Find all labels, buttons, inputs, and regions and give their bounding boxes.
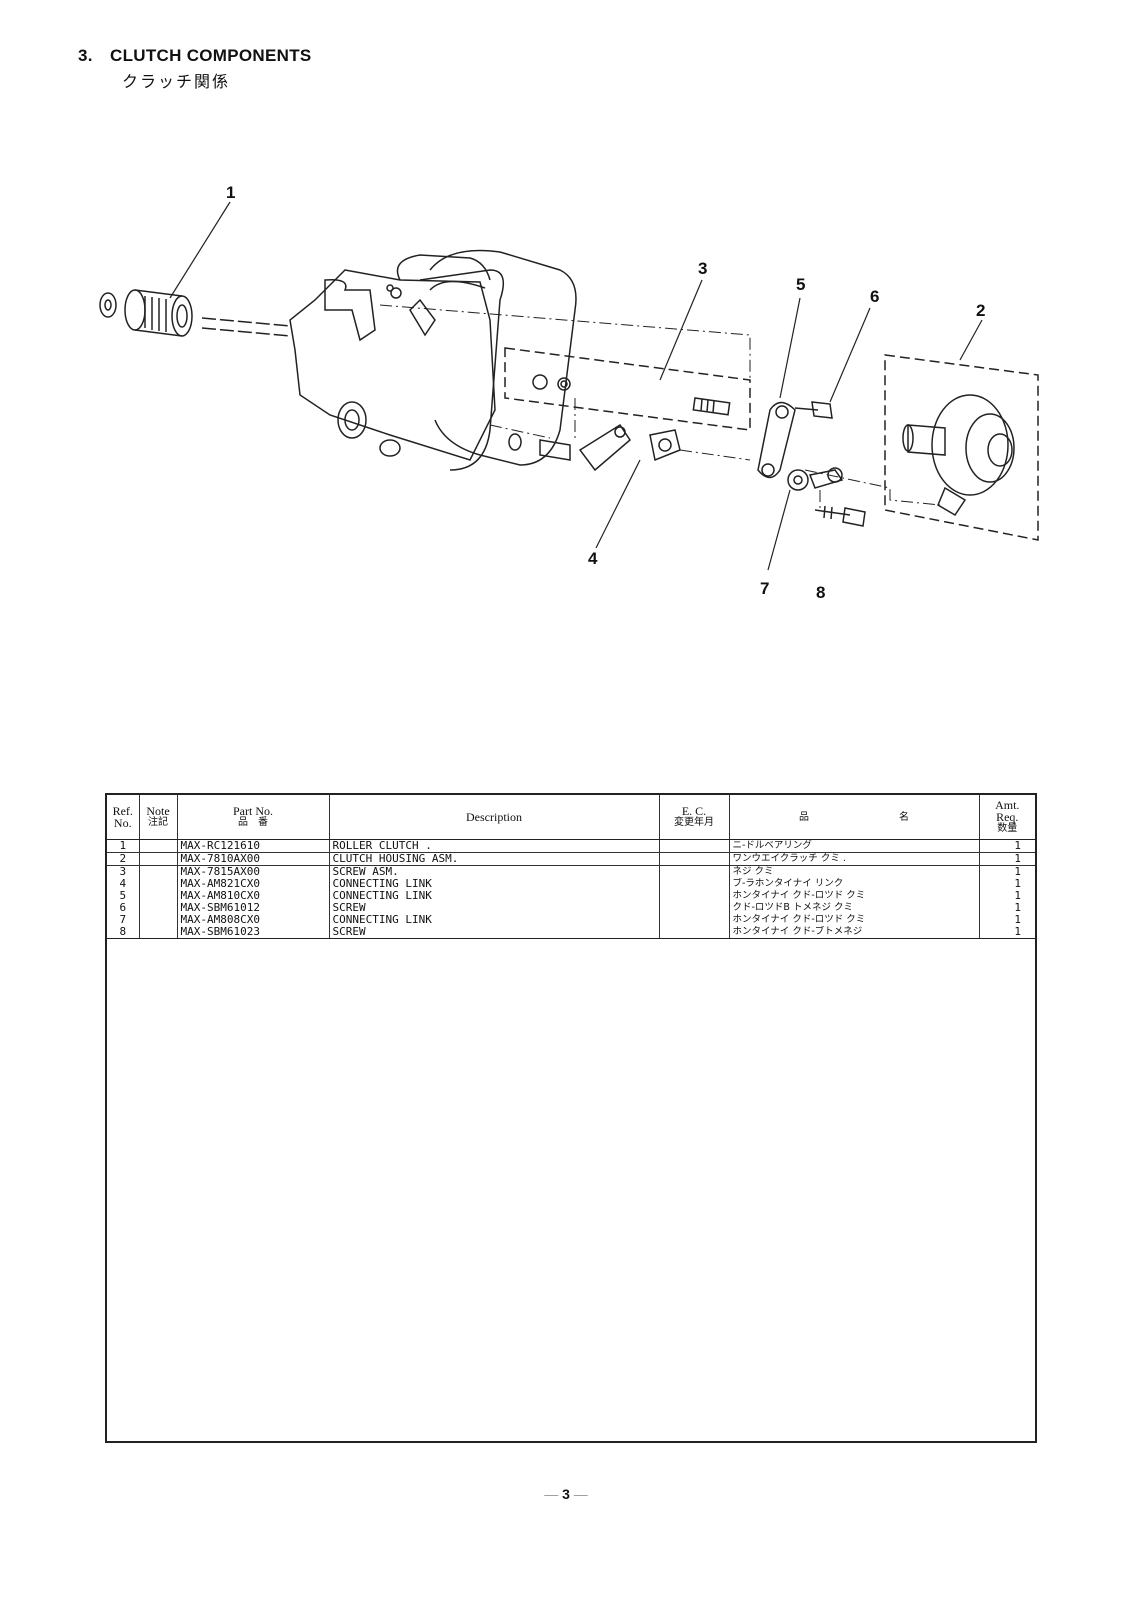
- header-amount: Amt.Req.数量: [979, 795, 1035, 840]
- connecting-link-part-5: [757, 401, 796, 479]
- screw-part-6: [794, 401, 833, 419]
- callout-2: 2: [976, 301, 985, 320]
- header-description: Description: [329, 795, 660, 840]
- callout-5: 5: [796, 275, 805, 294]
- callout-4: 4: [588, 549, 598, 568]
- callout-7: 7: [760, 579, 769, 598]
- section-title-text: CLUTCH COMPONENTS: [110, 46, 312, 65]
- screw-part-3: [692, 397, 731, 416]
- exploded-parts-diagram: 1 3 5 6 2 4 7 8: [99, 183, 1039, 602]
- housing-body: [289, 254, 505, 471]
- clutch-housing-part-2: [902, 394, 1015, 517]
- screw-part-8: [814, 505, 866, 527]
- section-subtitle-jp: クラッチ関係: [122, 72, 231, 91]
- callout-8: 8: [816, 583, 825, 602]
- callout-3: 3: [698, 259, 707, 278]
- callout-1: 1: [226, 183, 235, 202]
- header-ref: Ref.No.: [107, 795, 140, 840]
- roller-clutch-part: [99, 289, 193, 337]
- section-number: 3.: [78, 46, 93, 65]
- header-ec: E. C.変更年月: [659, 795, 730, 840]
- page-number: — 3 —: [544, 1486, 588, 1502]
- section-title: 3. CLUTCH COMPONENTS: [78, 46, 312, 66]
- header-jp-name: 品名: [729, 795, 980, 840]
- connecting-link-part-7: [787, 467, 844, 491]
- header-part-no: Part No.品 番: [177, 795, 330, 840]
- callout-6: 6: [870, 287, 879, 306]
